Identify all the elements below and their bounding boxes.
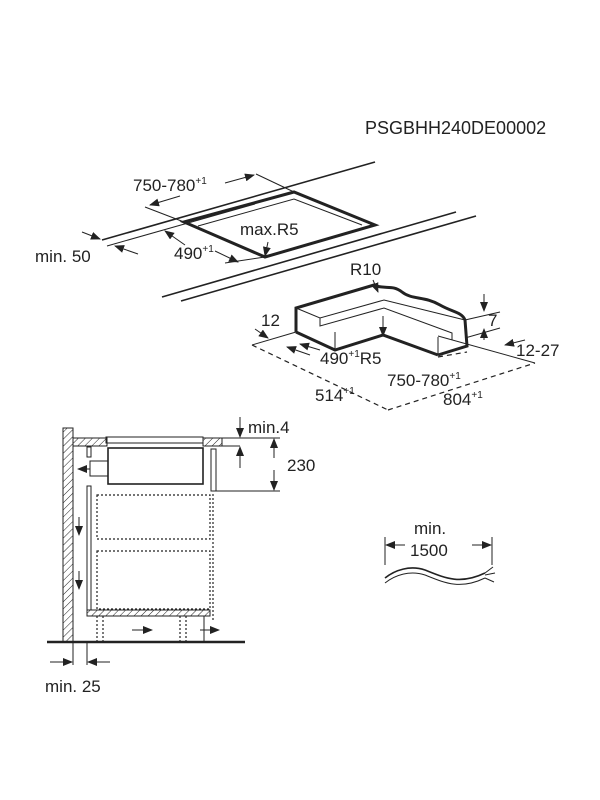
outer-width-tolerance: +1 (471, 390, 483, 401)
cutout-edge-label: min. 50 (35, 247, 91, 266)
cutout-depth-tolerance: +1 (202, 244, 214, 255)
back-panel (86, 485, 92, 611)
gap-label: min.4 (248, 418, 290, 437)
frame-height-label: 7 (488, 311, 497, 330)
frame-view: R10 12 7 12-27 490+1R5 750-780+1 514+1 8… (251, 260, 559, 411)
frame-width-label: 12 (261, 311, 280, 330)
cable (384, 567, 486, 581)
worktop-edge-line (101, 161, 376, 241)
wall-gap-label: min. 25 (45, 677, 101, 696)
frame-outline (294, 283, 469, 357)
hob-body (107, 447, 204, 485)
worktop-range-label: 12-27 (516, 341, 559, 360)
cutout-radius-label: max.R5 (240, 220, 299, 239)
cutout-outline (179, 190, 380, 259)
frame-depth-tolerance: +1 (348, 349, 360, 360)
worktop-right (202, 437, 223, 447)
svg-text:490+1: 490+1 (174, 244, 214, 263)
cutout-width-label: 750-780 (133, 176, 195, 195)
hob-glass (105, 436, 204, 444)
svg-text:750-780+1: 750-780+1 (133, 176, 207, 195)
svg-text:490+1R5: 490+1R5 (320, 349, 382, 368)
svg-text:804+1: 804+1 (443, 390, 483, 409)
height-label: 230 (287, 456, 315, 475)
exhaust-outlet (89, 460, 109, 477)
outer-width-label: 804 (443, 390, 471, 409)
cabinet-base (86, 609, 211, 617)
cutout-width-tolerance: +1 (195, 176, 207, 187)
document-code: PSGBHH240DE00002 (365, 118, 546, 138)
cable-view: min. 1500 (384, 519, 496, 585)
drawer-upper (96, 494, 211, 540)
cutout-view: 750-780+1 max.R5 490+1 min. 50 (35, 161, 477, 302)
svg-text:514+1: 514+1 (315, 386, 355, 405)
wall (62, 427, 74, 643)
frame-width-tolerance: +1 (449, 371, 461, 382)
cable-length-label: 1500 (410, 541, 448, 560)
frame-inner-radius: R5 (360, 349, 382, 368)
cable-min-label: min. (414, 519, 446, 538)
worktop-left (72, 437, 108, 447)
frame-width-dim: 750-780 (387, 371, 449, 390)
frame-outer-radius: R10 (350, 260, 381, 279)
cutout-depth-label: 490 (174, 244, 202, 263)
outer-depth-label: 514 (315, 386, 343, 405)
svg-text:750-780+1: 750-780+1 (387, 371, 461, 390)
drawer-lower (96, 550, 211, 610)
outer-depth-tolerance: +1 (343, 386, 355, 397)
frame-depth-label: 490 (320, 349, 348, 368)
section-view: min.4 230 min. 25 (45, 417, 315, 696)
